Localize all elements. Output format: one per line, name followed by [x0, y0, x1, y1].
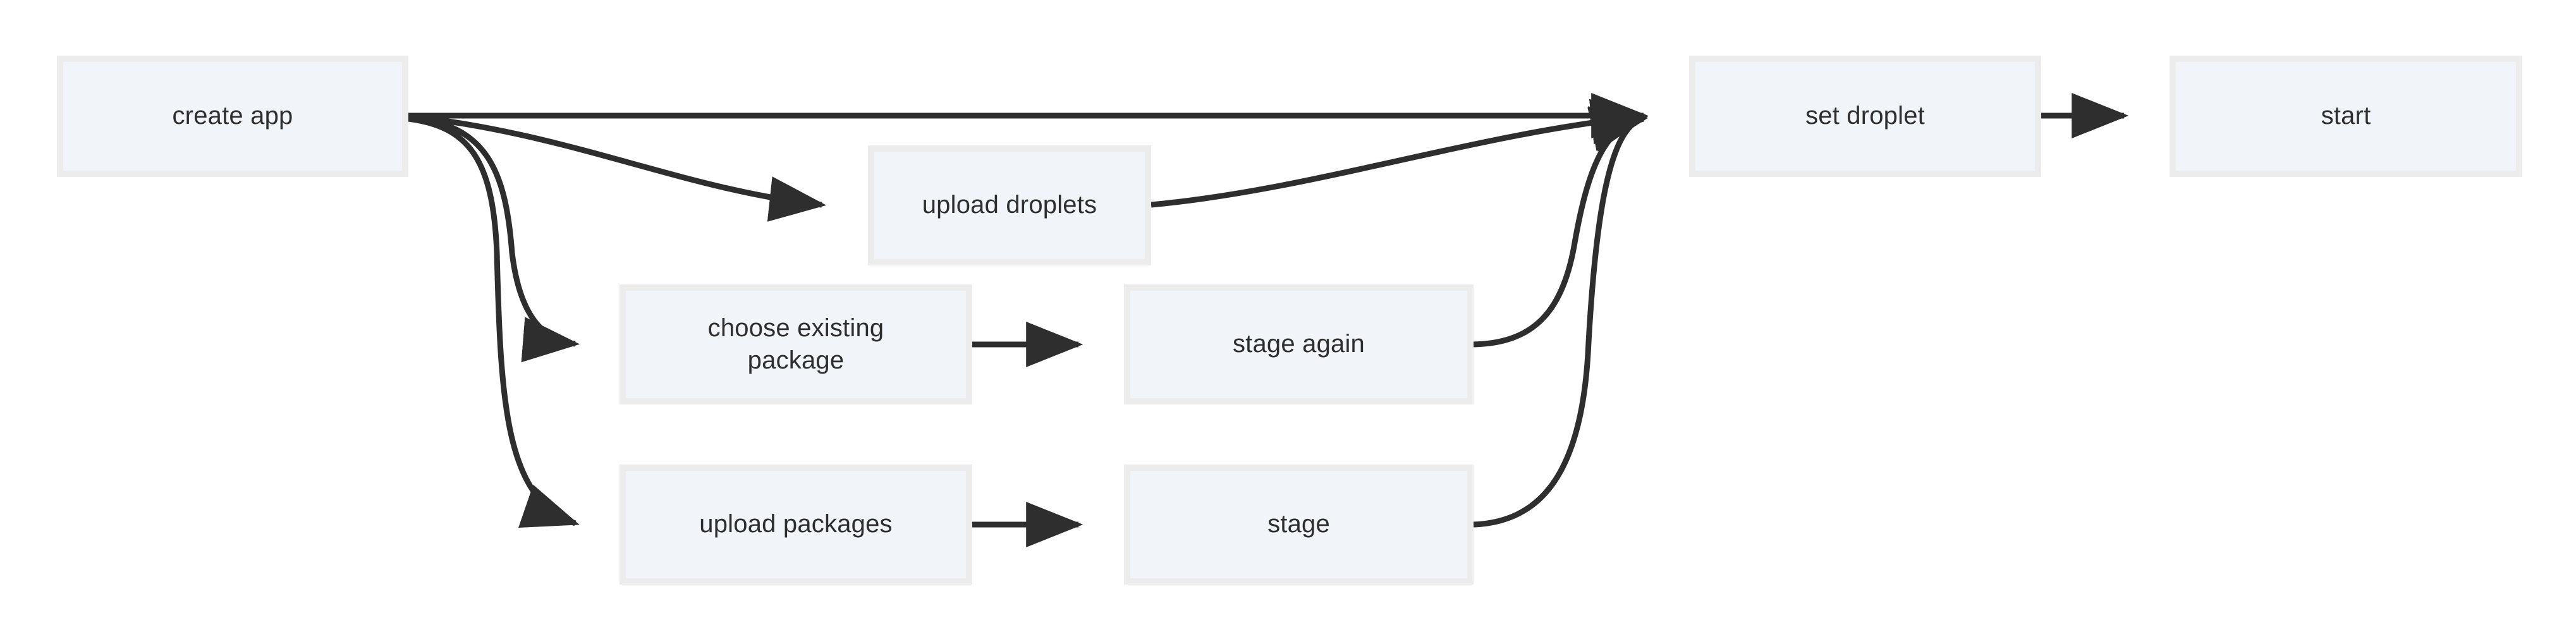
node-stage-label: stage	[1267, 510, 1330, 538]
edge-stage-to-set-droplet	[1473, 106, 1649, 528]
edge-upload-droplets-to-set-droplet	[1151, 99, 1649, 208]
node-start-label: start	[2321, 102, 2371, 130]
node-set-droplet[interactable]: set droplet	[1689, 56, 2041, 177]
node-set-droplet-label: set droplet	[1805, 102, 1925, 130]
node-choose-existing-package-label: choose existing package	[707, 313, 884, 374]
node-stage-again[interactable]: stage again	[1124, 284, 1474, 404]
node-create-app-label: create app	[172, 102, 293, 130]
node-stage-again-label: stage again	[1232, 330, 1365, 358]
edge-create-app-to-upload-droplets	[408, 113, 827, 222]
node-upload-droplets-label: upload droplets	[922, 191, 1097, 219]
node-stage[interactable]: stage	[1124, 465, 1474, 585]
node-create-app[interactable]: create app	[57, 56, 408, 177]
edge-create-app-to-choose-existing	[408, 114, 580, 363]
node-upload-packages-label: upload packages	[699, 510, 893, 538]
node-upload-droplets[interactable]: upload droplets	[868, 145, 1151, 265]
edge-create-app-to-upload-packages	[408, 116, 580, 528]
node-start[interactable]: start	[2170, 56, 2522, 177]
node-upload-packages[interactable]: upload packages	[620, 465, 972, 585]
node-choose-existing-package[interactable]: choose existing package	[620, 284, 972, 404]
